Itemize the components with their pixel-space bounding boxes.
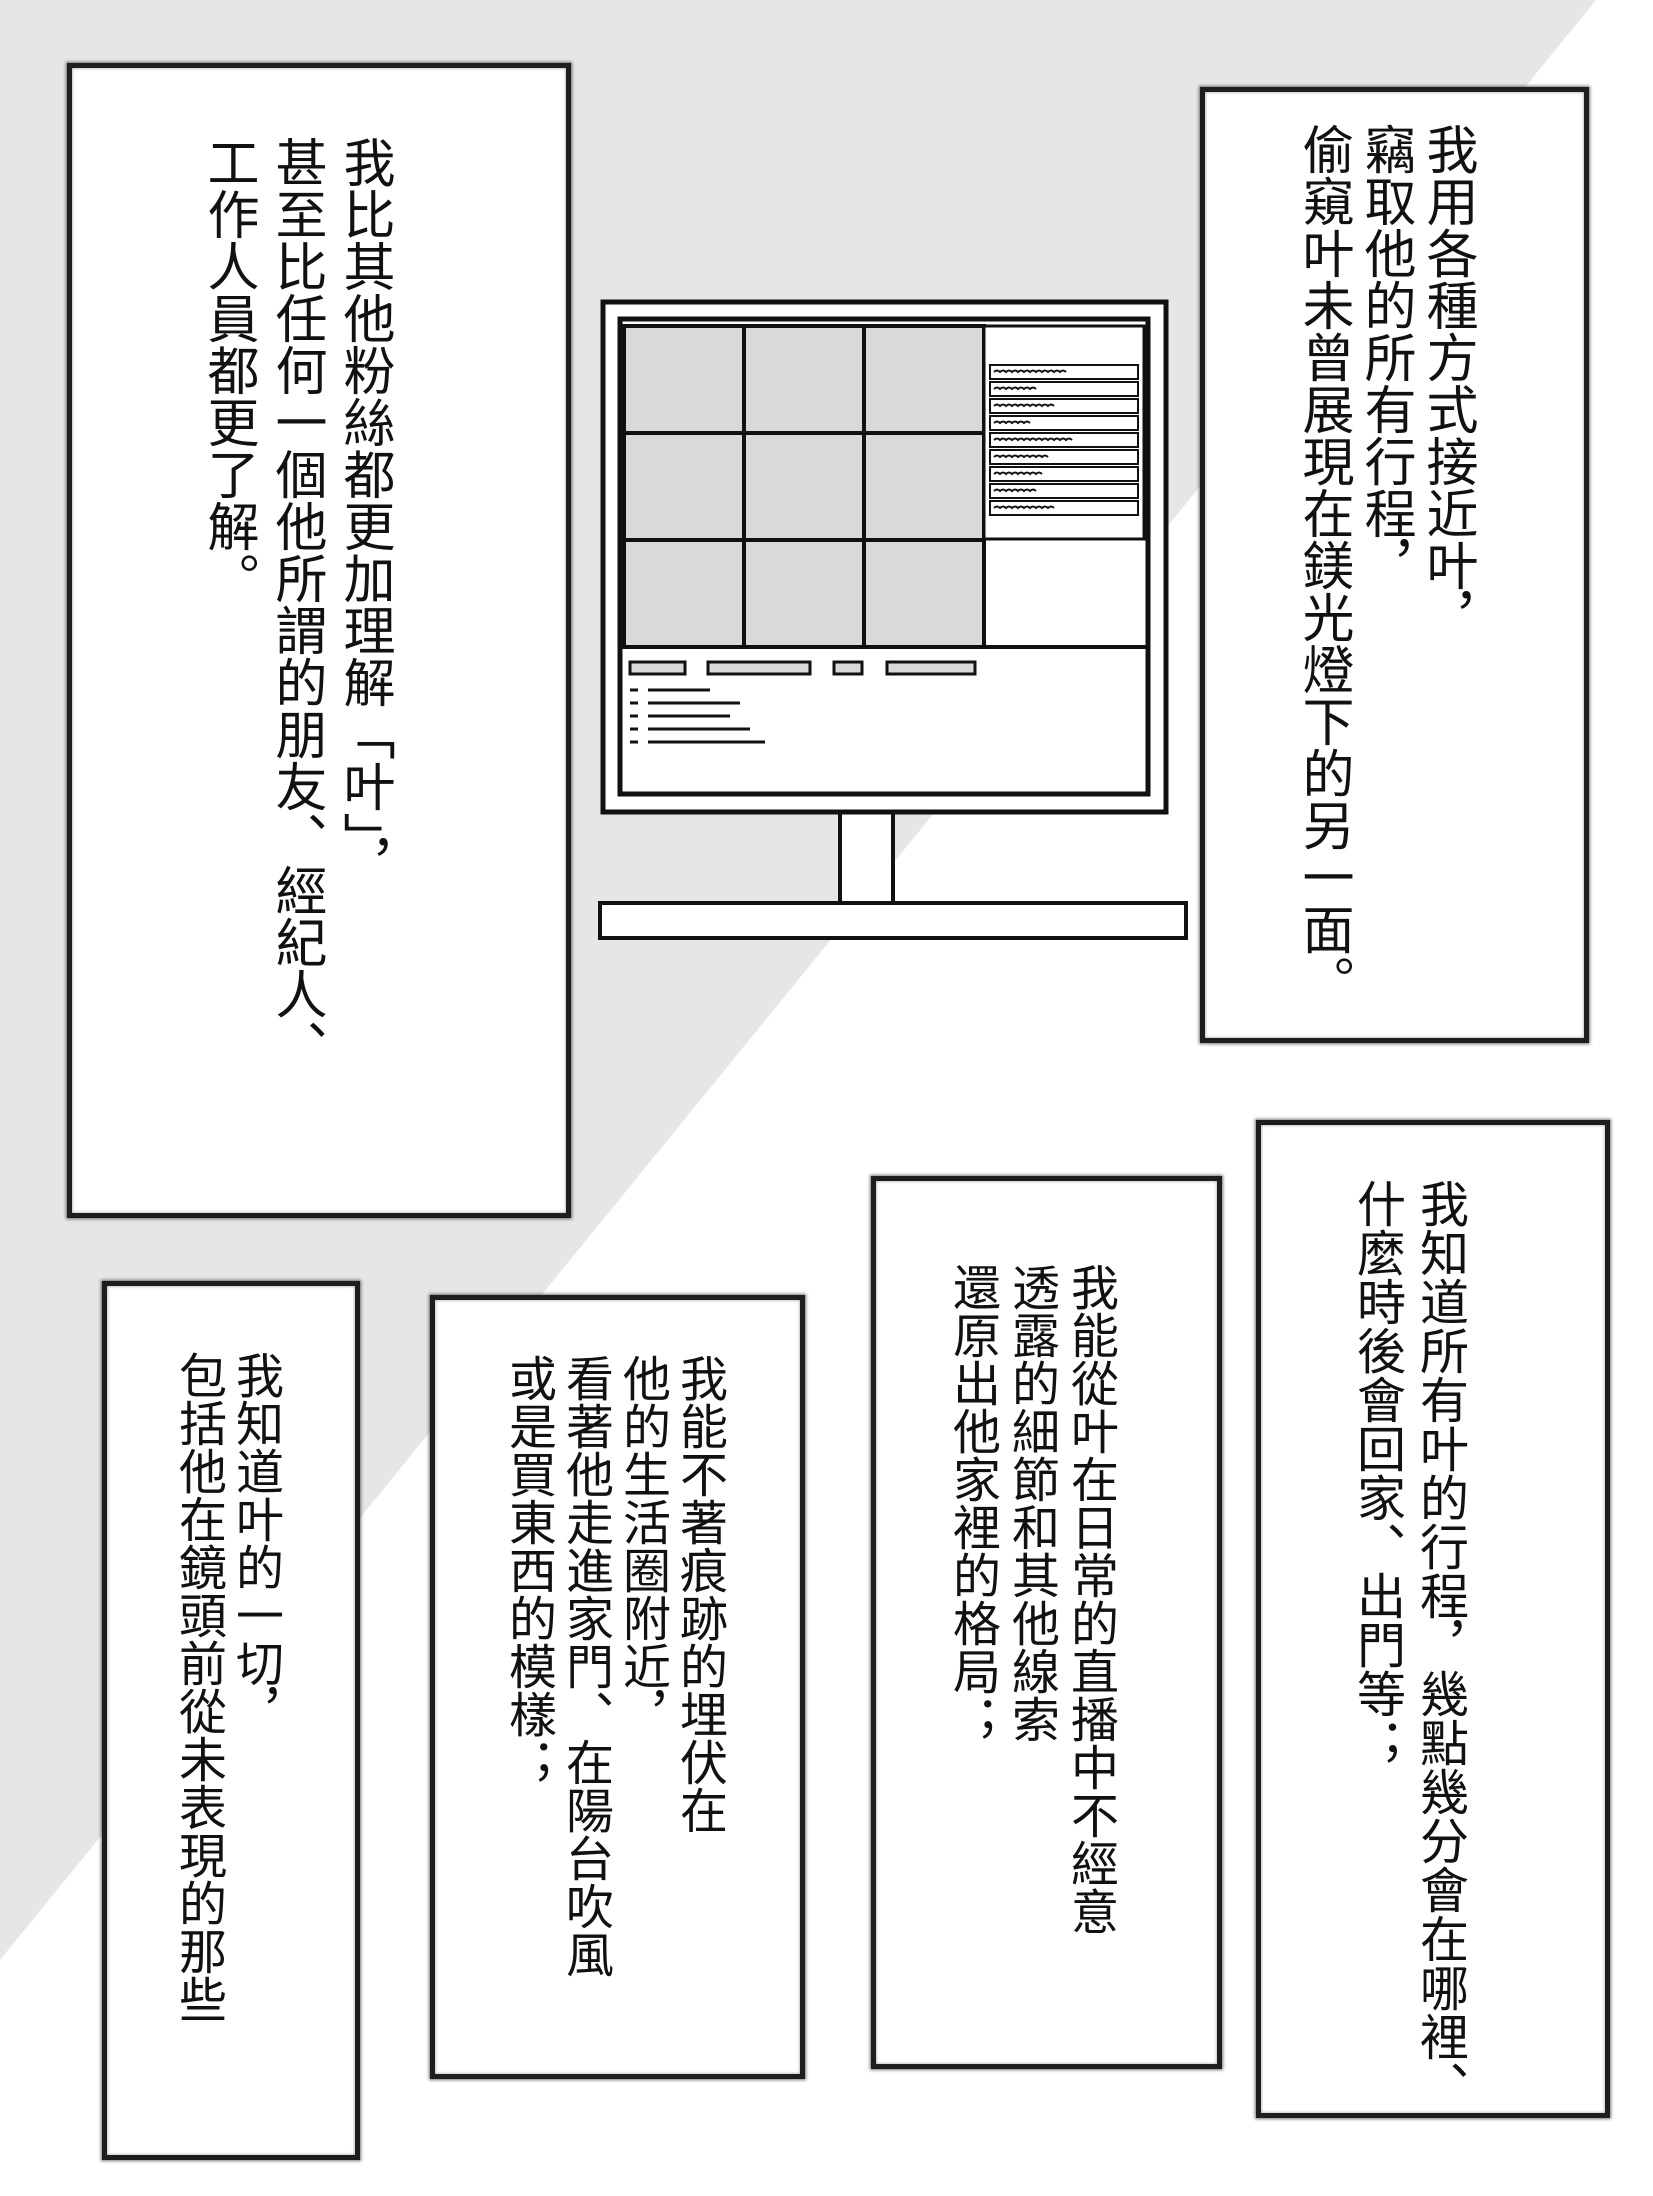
text-line: 我知道所有叶的行程，幾點幾分會在哪裡、 — [1412, 1179, 1469, 2110]
text-line: 我用各種方式接近叶， — [1417, 123, 1477, 643]
screen-list-row — [989, 398, 1139, 414]
text-line: 包括他在鏡頭前從未表現的那些 — [170, 1351, 226, 2023]
text-line: 竊取他的所有行程， — [1355, 123, 1415, 591]
computer-monitor-icon — [598, 299, 1188, 940]
screen-scribble — [993, 403, 1055, 408]
screen-grid-cell — [862, 538, 986, 649]
text-line: 或是買東西的模樣； — [500, 1354, 556, 1786]
text-line: 偷窺叶未曾展現在鎂光燈下的另一面。 — [1293, 123, 1353, 1007]
text-line: 什麼時後會回家、出門等； — [1349, 1179, 1406, 1767]
text-line: 透露的細節和其他線索 — [1003, 1263, 1059, 1743]
narration-box-6: 我知道叶的一切， 包括他在鏡頭前從未表現的那些 — [102, 1281, 360, 2160]
text-line: 我知道叶的一切， — [227, 1351, 283, 1735]
text-line: 工作人員都更了解。 — [198, 136, 258, 604]
narration-box-5: 我能不著痕跡的埋伏在 他的生活圈附近， 看著他走進家門、在陽台吹風 或是買東西的… — [430, 1295, 805, 2079]
screen-list-row — [989, 415, 1139, 431]
text-line: 我比其他粉絲都更加理解「叶」， — [334, 136, 394, 890]
text-line: 我能從叶在日常的直播中不經意 — [1062, 1263, 1118, 1935]
screen-grid-cell — [862, 431, 986, 542]
text-line: 他的生活圈附近， — [614, 1354, 670, 1738]
screen-scribble — [993, 505, 1055, 510]
narration-box-1: 我比其他粉絲都更加理解「叶」， 甚至比任何一個他所謂的朋友、經紀人、 工作人員都… — [67, 63, 571, 1218]
text-line: 我能不著痕跡的埋伏在 — [671, 1354, 727, 1834]
narration-text: 我知道叶的一切， 包括他在鏡頭前從未表現的那些 — [169, 1351, 283, 2023]
screen-grid-cell — [622, 324, 746, 435]
narration-text: 我用各種方式接近叶， 竊取他的所有行程， 偷窺叶未曾展現在鎂光燈下的另一面。 — [1292, 123, 1478, 1007]
narration-text: 我能從叶在日常的直播中不經意 透露的細節和其他線索 還原出他家裡的格局； — [942, 1263, 1119, 1935]
screen-scribble — [993, 471, 1043, 476]
screen-grid-cell — [742, 324, 866, 435]
screen-scribble — [993, 454, 1049, 459]
screen-scribble — [993, 386, 1037, 391]
narration-box-3: 我知道所有叶的行程，幾點幾分會在哪裡、 什麼時後會回家、出門等； — [1256, 1120, 1610, 2118]
screen-list-row — [989, 466, 1139, 482]
screen-grid-cell — [862, 324, 986, 435]
text-line: 看著他走進家門、在陽台吹風 — [557, 1354, 613, 1978]
screen-list-row — [989, 364, 1139, 380]
screen-grid-cell — [742, 431, 866, 542]
screen-scribble — [993, 369, 1067, 374]
narration-box-2: 我用各種方式接近叶， 竊取他的所有行程， 偷窺叶未曾展現在鎂光燈下的另一面。 — [1200, 87, 1589, 1043]
screen-list-row — [989, 500, 1139, 516]
screen-grid-cell — [742, 538, 866, 649]
screen-list-row — [989, 432, 1139, 448]
screen-grid-cell — [622, 538, 746, 649]
narration-text: 我能不著痕跡的埋伏在 他的生活圈附近， 看著他走進家門、在陽台吹風 或是買東西的… — [499, 1354, 727, 1978]
text-line: 還原出他家裡的格局； — [944, 1263, 1000, 1743]
screen-list-row — [989, 381, 1139, 397]
screen-list-row — [989, 483, 1139, 499]
narration-text: 我知道所有叶的行程，幾點幾分會在哪裡、 什麼時後會回家、出門等； — [1346, 1179, 1472, 2110]
screen-scribble — [993, 437, 1073, 442]
text-line: 甚至比任何一個他所謂的朋友、經紀人、 — [266, 136, 326, 1072]
narration-text: 我比其他粉絲都更加理解「叶」， 甚至比任何一個他所謂的朋友、經紀人、 工作人員都… — [194, 136, 398, 1072]
narration-box-4: 我能從叶在日常的直播中不經意 透露的細節和其他線索 還原出他家裡的格局； — [871, 1176, 1222, 2069]
screen-scribble — [993, 488, 1037, 493]
screen-scribble — [993, 420, 1031, 425]
screen-grid-cell — [622, 431, 746, 542]
screen-list-row — [989, 449, 1139, 465]
